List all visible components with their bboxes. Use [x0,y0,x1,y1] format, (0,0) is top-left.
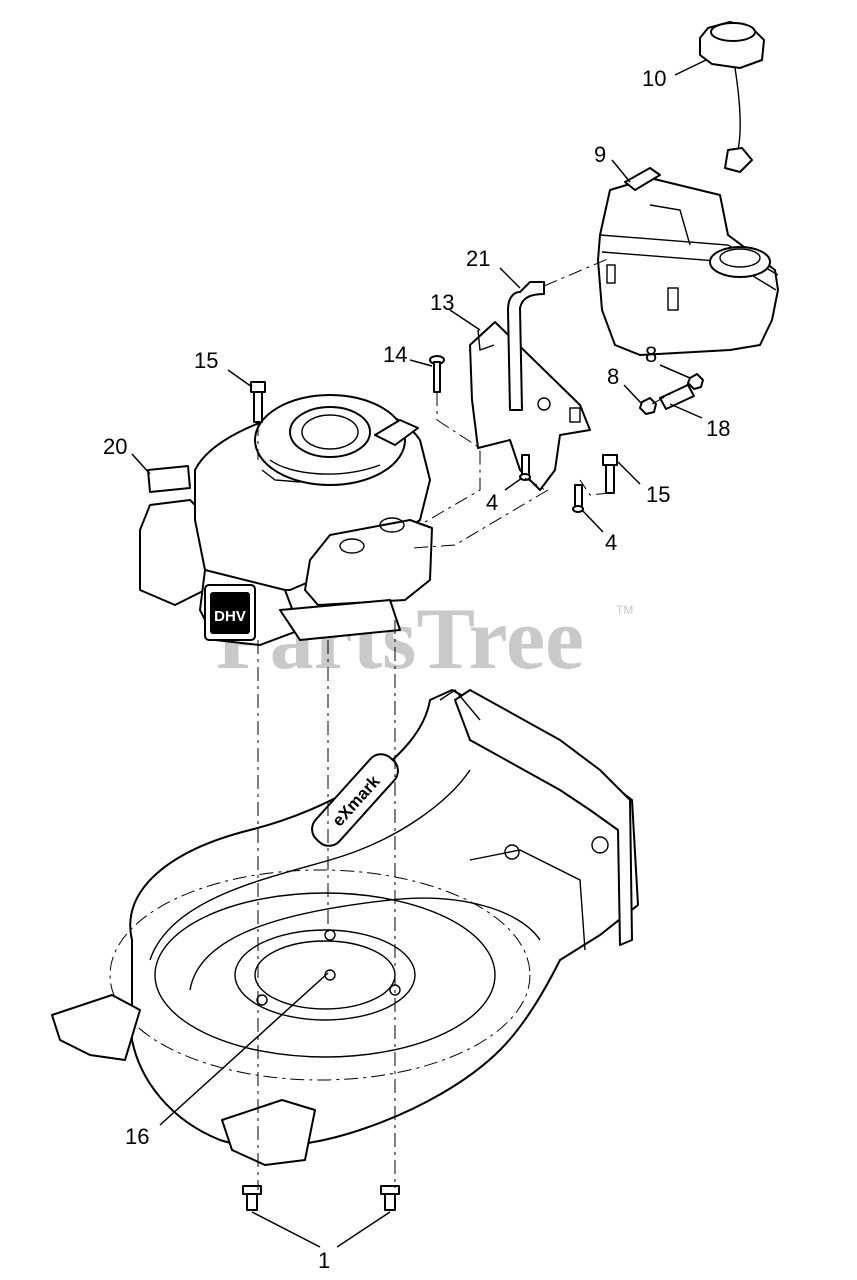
callout-20: 20 [103,434,127,459]
callout-1: 1 [318,1248,330,1273]
callout-18: 18 [706,416,730,441]
callout-8-right: 8 [645,342,657,367]
callouts: 10 9 21 13 14 15 8 8 18 20 4 15 4 16 1 [103,66,730,1273]
callout-8-left: 8 [607,364,619,389]
spacer [659,384,695,410]
callout-21: 21 [466,246,490,271]
callout-4-right: 4 [605,530,617,555]
fuel-tank-bracket [469,321,591,491]
nut-right [687,373,704,390]
deck-bolt-right [380,1185,400,1211]
engine-bolt-upper [250,381,266,423]
callout-15-right: 15 [646,482,670,507]
watermark-trademark: TM [616,603,633,617]
leader-lines [131,59,707,1248]
callout-10: 10 [642,66,666,91]
mower-deck: eXmark [51,689,639,1166]
callout-9: 9 [594,142,606,167]
callout-14: 14 [383,342,407,367]
engine: DHV [139,394,433,646]
fuel-cap [699,21,765,173]
engine-bolt-right [602,454,618,494]
callout-15-upper: 15 [194,348,218,373]
fuel-line-tube [507,281,545,411]
callout-16: 16 [125,1124,149,1149]
bracket-screw [429,355,445,393]
engine-decal [147,465,191,493]
callout-4-center: 4 [486,490,498,515]
nut-left [639,397,657,415]
assembly-lines [257,257,691,1190]
bracket-screw-lower-b [572,484,584,513]
bracket-screw-lower-a [519,454,531,481]
deck-bolt-left [242,1185,262,1211]
fuel-tank [597,167,779,356]
engine-badge: DHV [214,608,246,625]
callout-13: 13 [430,290,454,315]
